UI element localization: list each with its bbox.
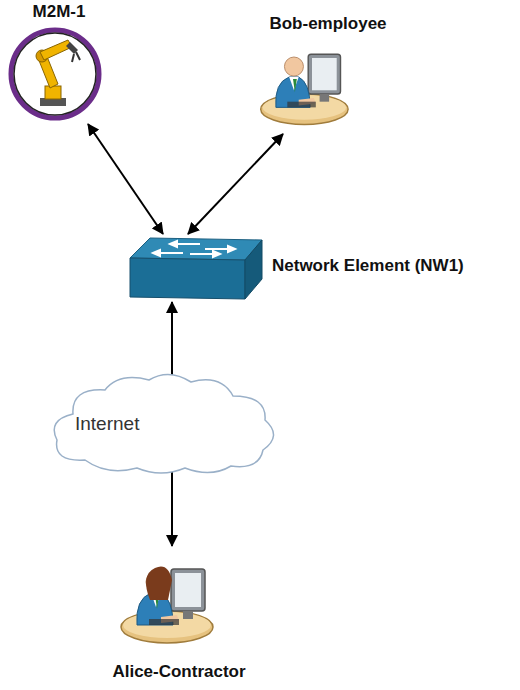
node-label: Internet <box>75 414 139 434</box>
robot-node: M2M-1 <box>8 2 110 122</box>
link-arrow <box>88 124 163 234</box>
network-element: Network Element (NW1) <box>128 236 515 300</box>
node-label: Alice-Contractor <box>80 662 278 682</box>
robot-icon <box>11 30 99 118</box>
employee-icon <box>261 54 348 124</box>
node-label: Bob-employee <box>238 14 418 34</box>
switch-icon <box>130 238 262 299</box>
link-arrow <box>188 134 283 234</box>
node-label: M2M-1 <box>8 2 110 22</box>
node-label: Network Element (NW1) <box>272 256 464 276</box>
employee-node: Bob-employee <box>238 14 418 132</box>
contractor-node: Alice-Contractor <box>80 548 278 686</box>
cloud: Internet <box>45 370 285 480</box>
hair <box>146 567 172 601</box>
